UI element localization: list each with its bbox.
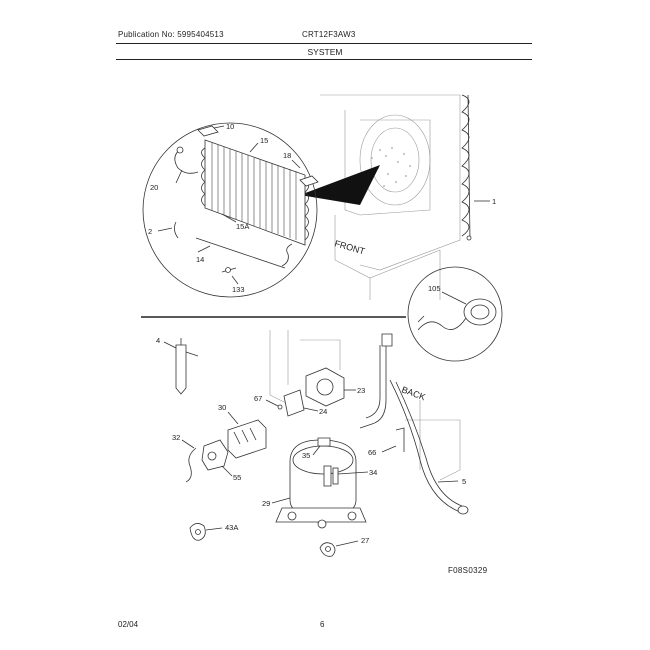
- part-4-drier: [175, 338, 199, 395]
- page-number: 6: [320, 620, 325, 629]
- header-rule: [116, 43, 532, 44]
- callout-20: 20: [150, 183, 158, 192]
- callout-5: 5: [462, 477, 466, 486]
- callout-67: 67: [254, 394, 262, 403]
- callout-23: 23: [357, 386, 365, 395]
- part-43a-grommet: [189, 523, 206, 541]
- callout-66: 66: [368, 448, 376, 457]
- callout-1: 1: [492, 197, 496, 206]
- callout-4: 4: [156, 336, 160, 345]
- callout-2: 2: [148, 227, 152, 236]
- title-rule: [116, 59, 532, 60]
- callout-18: 18: [283, 151, 291, 160]
- evaporator-detail-circle: [142, 122, 319, 298]
- callout-15a: 15A: [236, 222, 249, 231]
- front-label: FRONT: [333, 238, 366, 256]
- part-27-grommet: [319, 542, 336, 557]
- model-number: CRT12F3AW3: [302, 30, 356, 39]
- callout-133: 133: [232, 285, 245, 294]
- publication-number: Publication No: 5995404513: [118, 30, 224, 39]
- callout-32: 32: [172, 433, 180, 442]
- part-55-overload: [185, 439, 229, 483]
- drain-detail-circle: [407, 266, 503, 362]
- callout-34: 34: [369, 468, 377, 477]
- callout-105: 105: [428, 284, 441, 293]
- footer-date: 02/04: [118, 620, 139, 629]
- callout-27: 27: [361, 536, 369, 545]
- part-23-fan: [283, 367, 345, 417]
- part-30-relay: [227, 419, 267, 459]
- callout-24: 24: [319, 407, 327, 416]
- back-tubing: [359, 333, 469, 515]
- compressor: [275, 437, 367, 529]
- zoom-indicator: [300, 165, 380, 205]
- part-66-tube: [395, 427, 405, 452]
- callout-15: 15: [260, 136, 268, 145]
- section-title: SYSTEM: [307, 47, 343, 57]
- condenser-coil: [461, 94, 472, 241]
- callout-30: 30: [218, 403, 226, 412]
- callout-10: 10: [226, 122, 234, 131]
- callout-43a: 43A: [225, 523, 238, 532]
- figure-id: F08S0329: [448, 566, 488, 575]
- callout-29: 29: [262, 499, 270, 508]
- callout-35: 35: [302, 451, 310, 460]
- callout-14: 14: [196, 255, 204, 264]
- cabinet-illustration: [320, 94, 461, 300]
- callout-55: 55: [233, 473, 241, 482]
- machine-compartment: [269, 330, 461, 481]
